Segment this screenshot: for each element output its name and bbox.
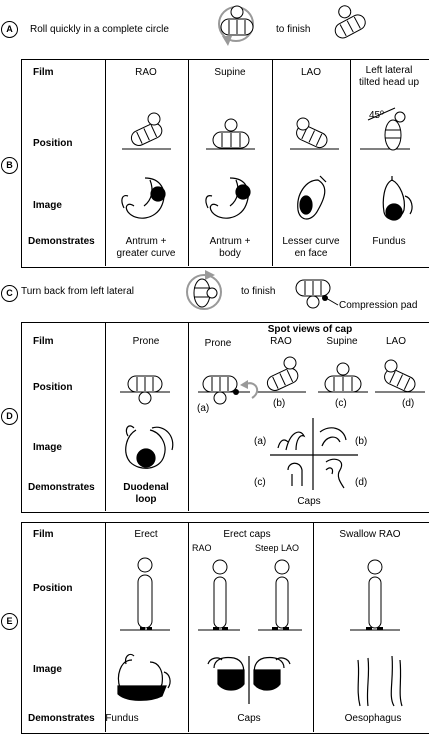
d-position-figures: [120, 356, 425, 405]
d-film-prone: Prone: [132, 336, 160, 347]
b-label-film: Film: [33, 67, 54, 78]
b-demo-rao: Antrum + greater curve: [116, 236, 176, 259]
e-demo-oesophagus: Oesophagus: [344, 713, 402, 724]
d-img-c: (c): [254, 477, 266, 488]
d-label-image: Image: [33, 442, 62, 453]
e-demo-fundus: Fundus: [105, 713, 139, 724]
d-pos-d: (d): [402, 398, 415, 409]
d-img-a: (a): [254, 436, 267, 447]
section-a-instruction: Roll quickly in a complete circle: [30, 24, 169, 35]
b-film-supine: Supine: [214, 67, 246, 78]
b-label-position: Position: [33, 138, 73, 149]
b-stomach-images: [121, 175, 413, 221]
d-demo-caps: Caps: [297, 496, 321, 507]
compression-pad-label: Compression pad: [339, 300, 418, 311]
e-label-film: Film: [33, 529, 54, 540]
b-film-rao: RAO: [135, 67, 157, 78]
e-demo-caps: Caps: [237, 713, 261, 724]
section-e-marker: E: [1, 613, 18, 630]
e-film-erect-caps: Erect caps: [223, 529, 271, 540]
b-label-demonstrates: Demonstrates: [28, 236, 95, 247]
e-subfilm-rao: RAO: [192, 543, 212, 553]
d-demo-duodenal: Duodenal loop: [123, 482, 169, 505]
b-demo-supine: Antrum + body: [209, 236, 251, 259]
e-standing-figures: [120, 557, 400, 631]
section-b-panel: [21, 59, 429, 268]
b-position-figures: [122, 107, 410, 151]
section-a-marker: A: [1, 21, 18, 38]
roll-circle-figure: [218, 5, 254, 46]
section-a-finish: to finish: [276, 24, 311, 35]
d-spot-rao: RAO: [270, 336, 292, 347]
d-label-demonstrates: Demonstrates: [28, 482, 95, 493]
b-film-left-lateral: Left lateral tilted head up: [358, 65, 420, 88]
section-d-panel: [21, 322, 429, 513]
b-demo-lao: Lesser curve en face: [282, 236, 340, 259]
b-angle-label: 45º: [369, 110, 384, 121]
d-img-b: (b): [355, 436, 368, 447]
section-c-marker: C: [1, 285, 18, 302]
turn-back-figure: [186, 270, 222, 310]
finish-figure-a: [334, 5, 366, 39]
section-c-instruction: Turn back from left lateral: [21, 286, 135, 297]
e-film-erect: Erect: [134, 529, 158, 540]
d-pos-b: (b): [273, 398, 286, 409]
e-film-swallow: Swallow RAO: [339, 529, 401, 540]
d-img-d: (d): [355, 477, 368, 488]
d-spot-supine: Supine: [326, 336, 358, 347]
e-label-position: Position: [33, 583, 73, 594]
section-b-marker: B: [1, 157, 18, 174]
section-c-finish: to finish: [241, 286, 276, 297]
d-pos-a: (a): [197, 403, 210, 414]
e-label-demonstrates: Demonstrates: [28, 713, 95, 724]
compression-pad-figure: [295, 279, 339, 309]
b-demo-fundus: Fundus: [372, 236, 406, 247]
e-subfilm-steep-lao: Steep LAO: [255, 543, 300, 553]
b-label-image: Image: [33, 200, 62, 211]
d-image-figures: [125, 418, 358, 490]
d-label-position: Position: [33, 382, 73, 393]
d-spot-lao: LAO: [385, 336, 407, 347]
section-d-marker: D: [1, 408, 18, 425]
e-label-image: Image: [33, 664, 62, 675]
d-label-film: Film: [33, 336, 54, 347]
d-pos-c: (c): [335, 398, 347, 409]
b-film-lao: LAO: [300, 67, 322, 78]
d-spot-title: Spot views of cap: [267, 324, 353, 335]
d-spot-prone: Prone: [204, 338, 232, 349]
e-image-figures: [117, 653, 403, 707]
